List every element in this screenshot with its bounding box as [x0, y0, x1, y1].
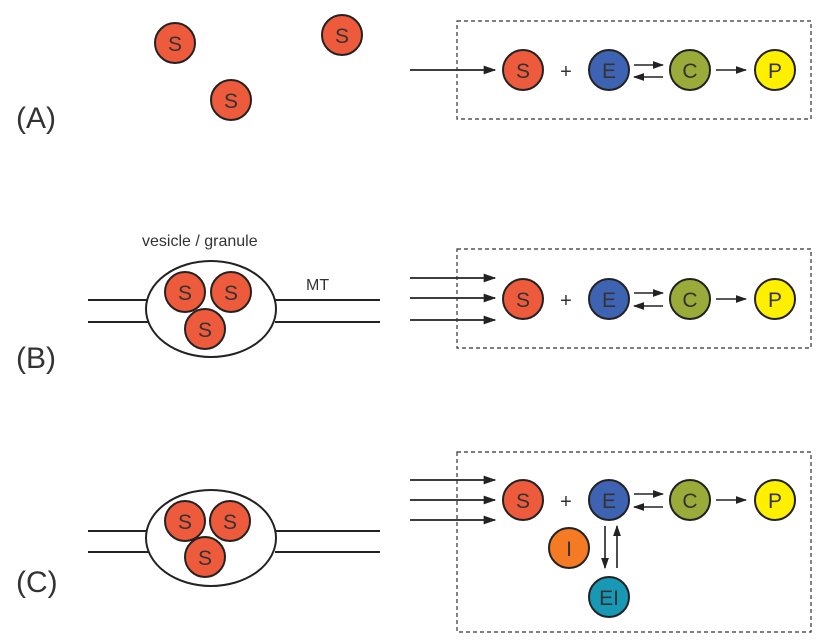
reaction-box: [456, 20, 812, 120]
substrate-letter: S: [178, 511, 192, 534]
substrate-letter: S: [178, 282, 192, 305]
substrate-letter: S: [198, 319, 212, 342]
vesicle-substrate: S: [164, 500, 206, 542]
free-substrate: S: [321, 14, 363, 56]
complex-node: C: [669, 278, 711, 320]
enzyme-node: E: [588, 49, 630, 91]
enzyme-inhibitor-letter: EI: [599, 587, 619, 610]
panel-b-label: (B): [16, 342, 56, 375]
panel-c: (C) S S S S + E C P I EI: [16, 451, 812, 633]
substrate-letter: S: [198, 547, 212, 570]
substrate-letter: S: [335, 25, 349, 48]
substrate-letter: S: [516, 289, 530, 312]
substrate-node: S: [502, 278, 544, 320]
enzyme-node: E: [588, 278, 630, 320]
product-letter: P: [768, 490, 782, 513]
complex-letter: C: [682, 289, 697, 312]
substrate-letter: S: [224, 90, 238, 113]
microtubule-label: MT: [306, 277, 329, 294]
product-node: P: [754, 479, 796, 521]
product-letter: P: [768, 289, 782, 312]
enzyme-letter: E: [602, 490, 616, 513]
free-substrate: S: [154, 22, 196, 64]
substrate-letter: S: [516, 490, 530, 513]
plus-sign: +: [560, 61, 572, 83]
vesicle-substrate: S: [184, 536, 226, 578]
vesicle-label: vesicle / granule: [142, 233, 258, 250]
product-node: P: [754, 278, 796, 320]
enzyme-letter: E: [602, 60, 616, 83]
product-node: P: [754, 49, 796, 91]
inhibitor-letter: I: [566, 538, 572, 561]
free-substrate: S: [210, 79, 252, 121]
enzyme-letter: E: [602, 289, 616, 312]
complex-node: C: [669, 49, 711, 91]
panel-a: (A) S S S S + E C P: [16, 14, 812, 135]
enzyme-inhibitor-node: EI: [588, 576, 630, 618]
complex-letter: C: [682, 60, 697, 83]
inhibitor-node: I: [548, 527, 590, 569]
vesicle-substrate: S: [184, 308, 226, 350]
substrate-letter: S: [223, 511, 237, 534]
enzyme-node: E: [588, 479, 630, 521]
plus-sign: +: [560, 491, 572, 513]
complex-letter: C: [682, 490, 697, 513]
product-letter: P: [768, 60, 782, 83]
reaction-box: [456, 248, 812, 349]
panel-b: (B) vesicle / granule MT S S S S + E C P: [16, 233, 812, 375]
substrate-letter: S: [224, 282, 238, 305]
substrate-letter: S: [516, 60, 530, 83]
vesicle-substrate: S: [209, 500, 251, 542]
substrate-node: S: [502, 49, 544, 91]
vesicle-substrate: S: [210, 271, 252, 313]
vesicle-substrate: S: [164, 271, 206, 313]
panel-a-label: (A): [16, 102, 56, 135]
plus-sign: +: [560, 290, 572, 312]
complex-node: C: [669, 479, 711, 521]
substrate-node: S: [502, 479, 544, 521]
reaction-box: [456, 451, 812, 633]
substrate-letter: S: [168, 33, 182, 56]
panel-c-label: (C): [16, 566, 58, 599]
